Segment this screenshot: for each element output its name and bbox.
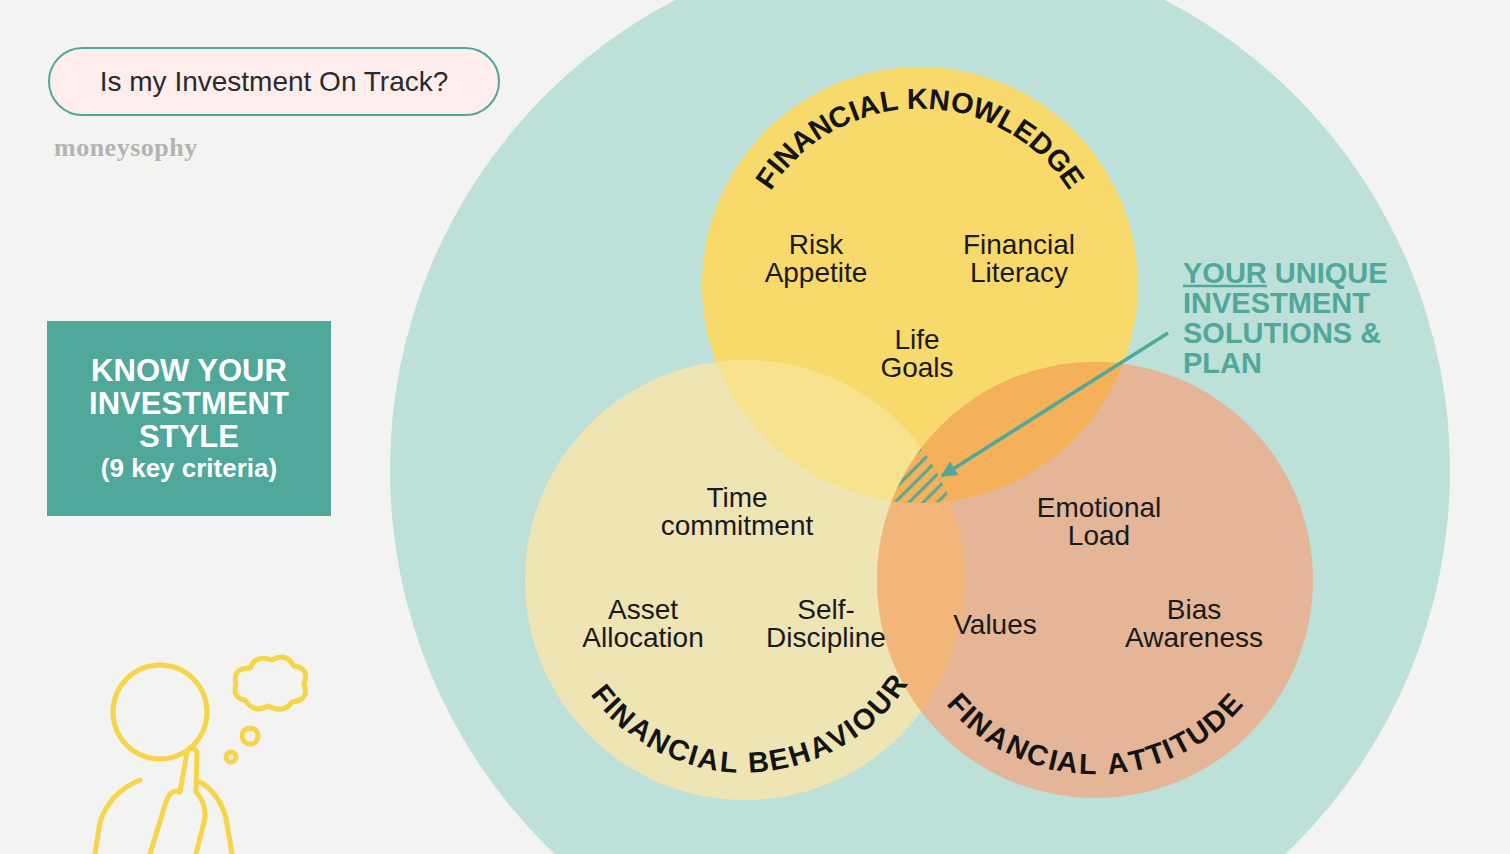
- overlap-region: [702, 67, 1138, 503]
- callout-label: YOUR UNIQUE INVESTMENT SOLUTIONS & PLAN: [1183, 258, 1411, 378]
- criterion-label: Asset Allocation: [568, 596, 718, 652]
- circle-heading: FINANCIAL BEHAVIOUR: [588, 672, 908, 778]
- criterion-label: Risk Appetite: [741, 231, 891, 287]
- criterion-label: Time commitment: [652, 484, 822, 540]
- overlap-region: [702, 67, 1138, 503]
- criterion-label: Bias Awareness: [1109, 596, 1279, 652]
- circle-shape: [525, 360, 965, 800]
- box-heading: KNOW YOUR INVESTMENT STYLE: [59, 354, 319, 453]
- outer-circle: [390, 0, 1450, 854]
- criterion-label: Self- Discipline: [751, 596, 901, 652]
- box-subheading: (9 key criteria): [101, 453, 277, 483]
- title-pill: Is my Investment On Track?: [48, 47, 500, 116]
- criterion-label: Life Goals: [862, 326, 972, 382]
- criterion-label: Values: [940, 611, 1050, 639]
- criterion-label: Emotional Load: [1024, 494, 1174, 550]
- circle-heading: FINANCIAL KNOWLEDGE: [753, 85, 1086, 193]
- circle-shape: [877, 362, 1313, 798]
- criteria-circle: Time commitmentAsset Allocation Self- Dis…: [525, 360, 965, 800]
- style-box: KNOW YOUR INVESTMENT STYLE(9 key criteri…: [47, 321, 331, 516]
- criterion-label: Financial Literacy: [944, 231, 1094, 287]
- overlap-region: [525, 360, 965, 800]
- criteria-circle: Emotional LoadValues Bias AwarenessFINANC…: [877, 362, 1313, 798]
- thinking-person: [95, 657, 306, 854]
- watermark: moneysophy: [54, 133, 198, 163]
- circle-heading: FINANCIAL ATTITUDE: [944, 690, 1245, 779]
- overlap-region: [525, 360, 965, 800]
- circle-fill: [702, 67, 1138, 503]
- criteria-circle: FINANCIAL KNOWLEDGE Risk Appetite Financia…: [702, 67, 1138, 503]
- title: Is my Investment On Track?: [100, 66, 449, 98]
